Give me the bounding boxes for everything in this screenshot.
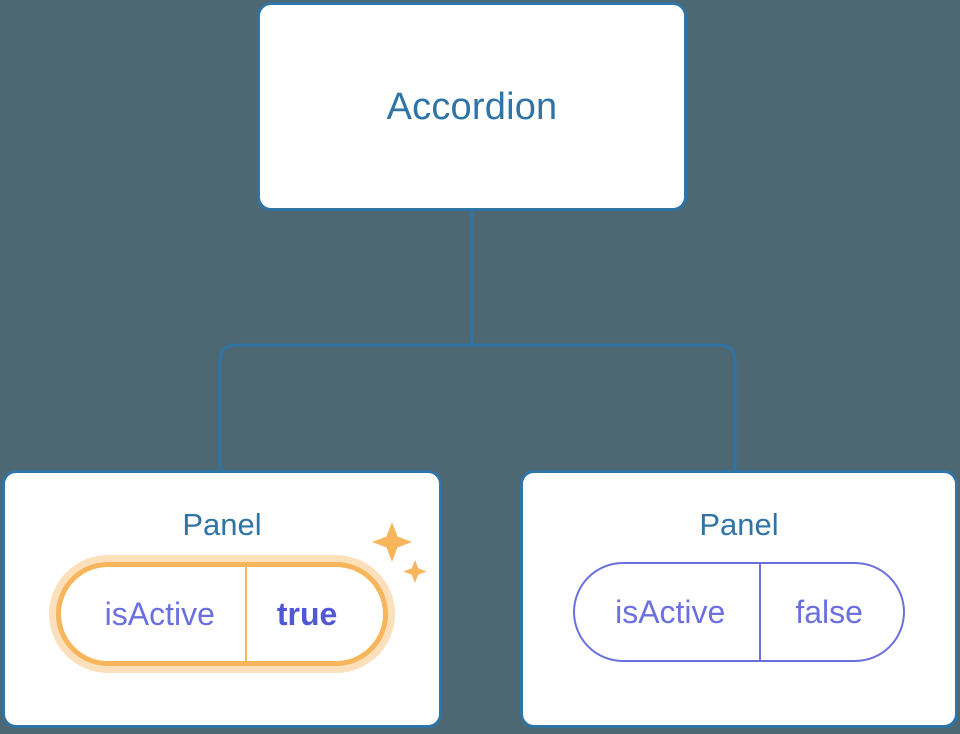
node-accordion[interactable]: Accordion [257, 2, 687, 211]
node-panel-right-title: Panel [699, 507, 779, 542]
node-panel-right[interactable]: Panel isActive false [520, 470, 958, 728]
node-panel-left[interactable]: Panel isActive true [2, 470, 442, 728]
prop-pill-right[interactable]: isActive false [573, 562, 905, 662]
prop-pill-right-value: false [759, 564, 903, 660]
prop-pill-left-value: true [244, 567, 383, 661]
prop-pill-right-key: isActive [615, 594, 726, 630]
prop-pill-left-body[interactable]: isActive true [55, 562, 389, 666]
node-panel-left-title: Panel [182, 507, 262, 542]
connector-branch-left [218, 343, 472, 470]
prop-pill-right-body[interactable]: isActive false [573, 562, 905, 662]
node-accordion-title: Accordion [386, 85, 558, 128]
prop-pill-left-key: isActive [104, 596, 215, 632]
connector-branch-right [472, 343, 737, 470]
prop-pill-left[interactable]: isActive true [55, 522, 427, 666]
